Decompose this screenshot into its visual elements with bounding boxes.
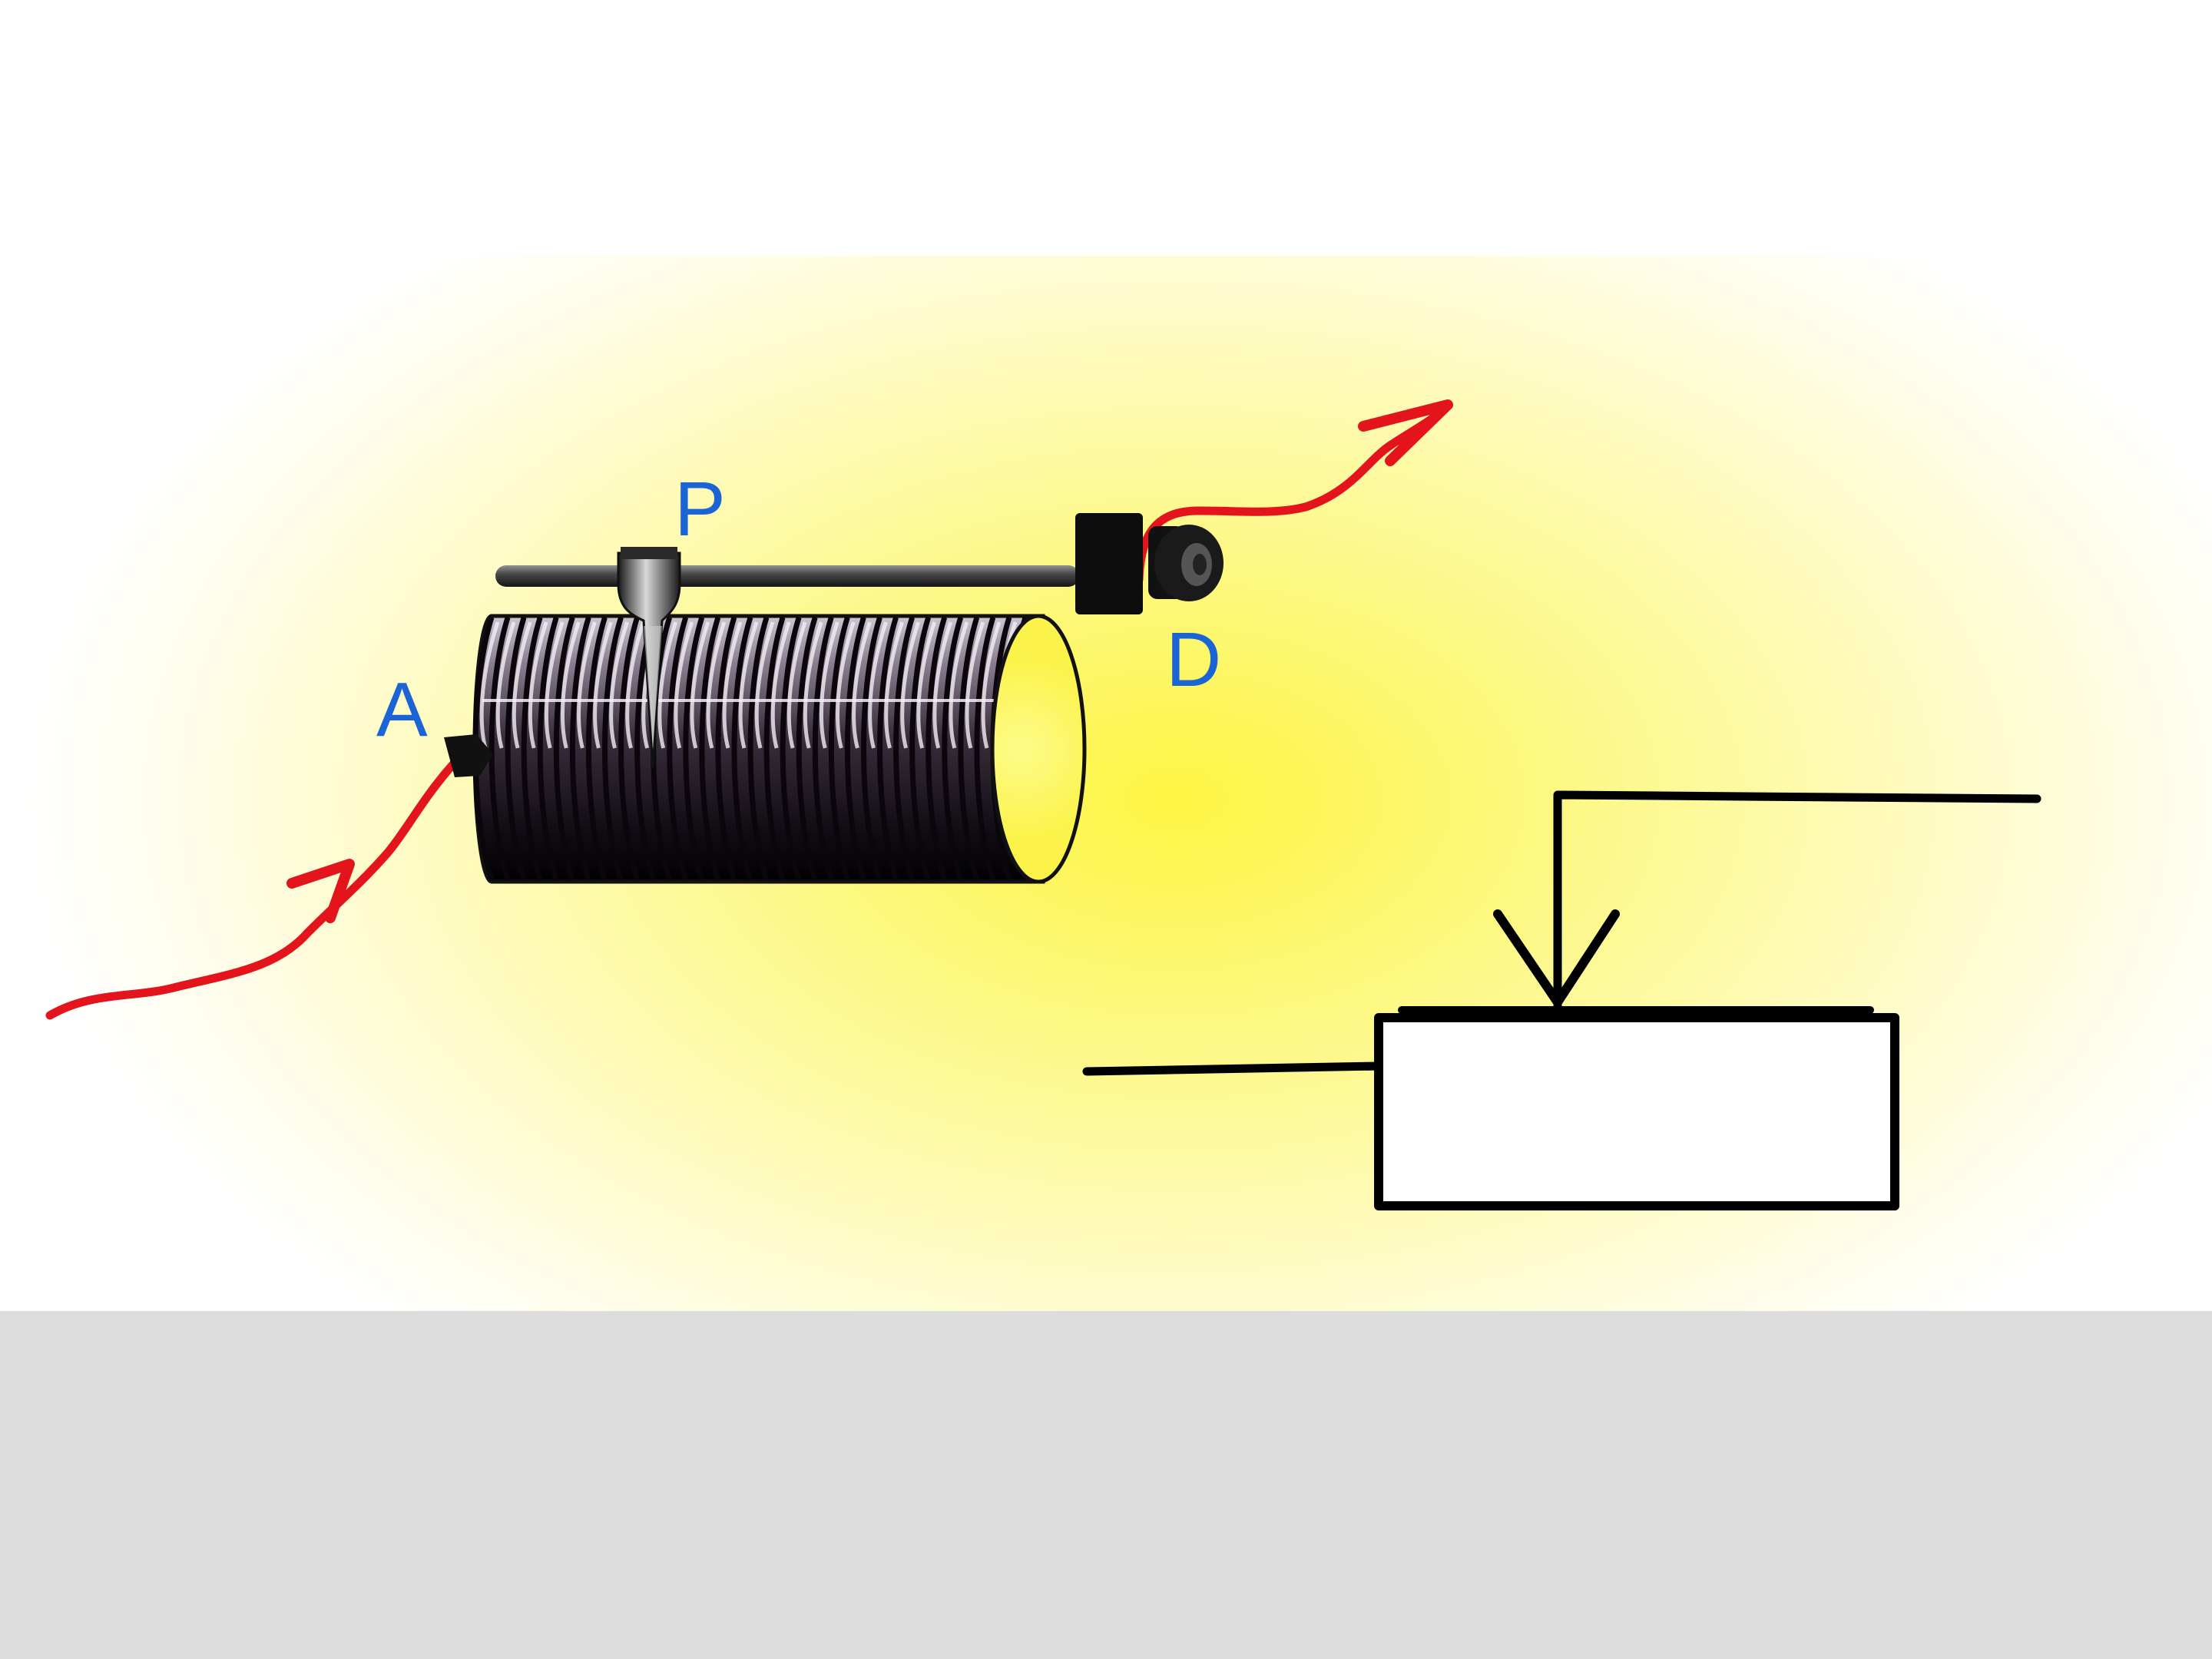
coil-turn <box>585 616 608 882</box>
coil-cylinder <box>472 614 1087 884</box>
symbol-left-lead <box>1082 1061 1383 1076</box>
coil-turn-highlight <box>932 621 953 749</box>
coil-turn-highlight <box>900 621 920 749</box>
coil-turn <box>618 616 640 882</box>
coil-turn <box>812 616 834 882</box>
coil-turn <box>942 616 964 882</box>
coil-turn <box>521 616 543 882</box>
symbol-arrow-head <box>1493 909 1620 1007</box>
coil-turn <box>699 616 721 882</box>
symbol-resistor-box <box>1374 1013 1899 1210</box>
coil-turn <box>958 616 980 882</box>
coil-turn <box>780 616 802 882</box>
coil-turn-highlight <box>981 621 1002 749</box>
coil-turn-highlight <box>884 621 904 749</box>
coil-turn <box>667 616 689 882</box>
current-out-wire <box>1134 399 1453 584</box>
coil-turn-highlight <box>609 621 629 749</box>
coil-turn <box>926 616 948 882</box>
coil-turn <box>974 616 996 882</box>
coil-turn-highlight <box>657 621 678 749</box>
coil-turn <box>715 616 737 882</box>
coil-turn <box>763 616 786 882</box>
coil-turns <box>472 616 1034 882</box>
coil-turn <box>537 616 559 882</box>
coil-turn <box>683 616 705 882</box>
coil-turn <box>861 616 882 882</box>
label-terminal-d: D <box>1166 617 1221 703</box>
coil-turn-highlight <box>754 621 775 749</box>
coil-turn-highlight <box>868 621 888 749</box>
coil-turn <box>796 616 818 882</box>
coil-turn <box>828 616 850 882</box>
coil-turn <box>877 616 899 882</box>
coil-turn-highlight <box>544 621 565 749</box>
coil-turn-highlight <box>674 621 694 749</box>
coil-turn-highlight <box>836 621 856 749</box>
coil-turn-highlight <box>625 621 645 749</box>
coil-turn <box>505 616 527 882</box>
slide-rod <box>495 565 1079 587</box>
coil-turn-highlight <box>803 621 823 749</box>
coil-turn-highlight <box>965 621 985 749</box>
coil-turn-highlight <box>706 621 727 749</box>
label-slider-p: P <box>674 466 726 552</box>
terminal-d-bracket <box>1075 513 1224 614</box>
coil-turn-highlight <box>949 621 969 749</box>
coil-turn-highlight <box>852 621 872 749</box>
terminal-a-clip <box>444 734 493 777</box>
coil-turn-highlight <box>577 621 597 749</box>
coil-turn-highlight <box>495 621 516 749</box>
coil-turn-highlight <box>916 621 937 749</box>
current-in-wire <box>45 760 458 1020</box>
coil-turn-highlight <box>820 621 839 749</box>
coil-turn-highlight <box>770 621 791 749</box>
coil-turn <box>553 616 575 882</box>
rheostat-symbol <box>1082 790 2041 1210</box>
coil-turn <box>747 616 770 882</box>
coil-turn <box>731 616 753 882</box>
coil-turn <box>602 616 624 882</box>
coil-turn-highlight <box>479 621 500 749</box>
coil-turn-highlight <box>722 621 743 749</box>
coil-turn-highlight <box>512 621 532 749</box>
coil-turn-highlight <box>528 621 548 749</box>
symbol-slider-lead <box>1553 790 2041 1012</box>
coil-turn <box>893 616 915 882</box>
coil-turn-highlight <box>561 621 581 749</box>
coil-turn-highlight <box>738 621 759 749</box>
coil-turn-highlight <box>593 621 613 749</box>
coil-turn <box>488 616 511 882</box>
coil-turn-highlight <box>786 621 807 749</box>
coil-end-face <box>990 614 1087 884</box>
bottom-panel <box>0 1311 2212 1659</box>
label-terminal-a: A <box>376 667 428 753</box>
coil-turn <box>844 616 866 882</box>
coil-turn <box>909 616 931 882</box>
coil-turn <box>569 616 591 882</box>
coil-turn-highlight <box>690 621 710 749</box>
slider-contact <box>617 547 681 769</box>
